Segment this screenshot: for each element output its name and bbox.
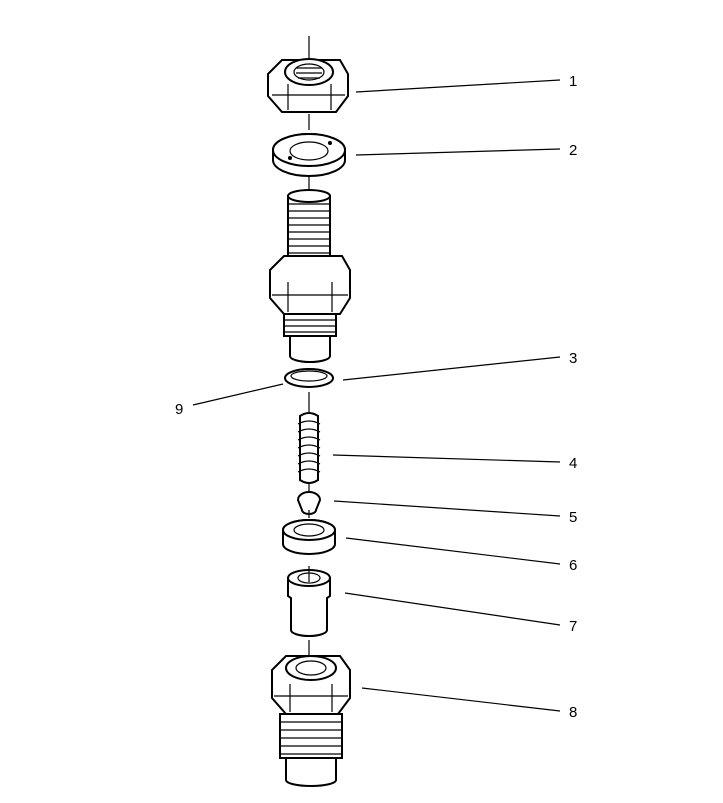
leader-line-3 bbox=[342, 356, 561, 381]
part-washer bbox=[272, 133, 346, 177]
leader-line-9 bbox=[192, 383, 284, 406]
leader-line-1 bbox=[355, 79, 561, 93]
part-valve-body bbox=[269, 189, 351, 363]
leader-line-5 bbox=[333, 500, 561, 517]
leader-line-6 bbox=[345, 537, 561, 565]
leader-line-4 bbox=[332, 454, 561, 463]
part-poppet bbox=[296, 491, 322, 518]
part-spring bbox=[297, 412, 321, 484]
part-seal-ring bbox=[284, 368, 334, 388]
part-seat-ring bbox=[282, 519, 336, 555]
callout-label-2: 2 bbox=[569, 142, 577, 159]
callout-label-8: 8 bbox=[569, 704, 577, 721]
callout-label-4: 4 bbox=[569, 455, 577, 472]
part-hex-nut bbox=[267, 58, 349, 113]
leader-line-2 bbox=[355, 148, 561, 156]
callout-label-9: 9 bbox=[175, 401, 183, 418]
callout-label-1: 1 bbox=[569, 73, 577, 90]
callout-label-6: 6 bbox=[569, 557, 577, 574]
callout-label-3: 3 bbox=[569, 350, 577, 367]
part-fitting bbox=[271, 655, 351, 787]
leader-line-8 bbox=[361, 687, 561, 712]
callout-label-5: 5 bbox=[569, 509, 577, 526]
part-valve-housing bbox=[287, 566, 331, 637]
callout-label-7: 7 bbox=[569, 618, 577, 635]
leader-line-7 bbox=[344, 592, 561, 626]
